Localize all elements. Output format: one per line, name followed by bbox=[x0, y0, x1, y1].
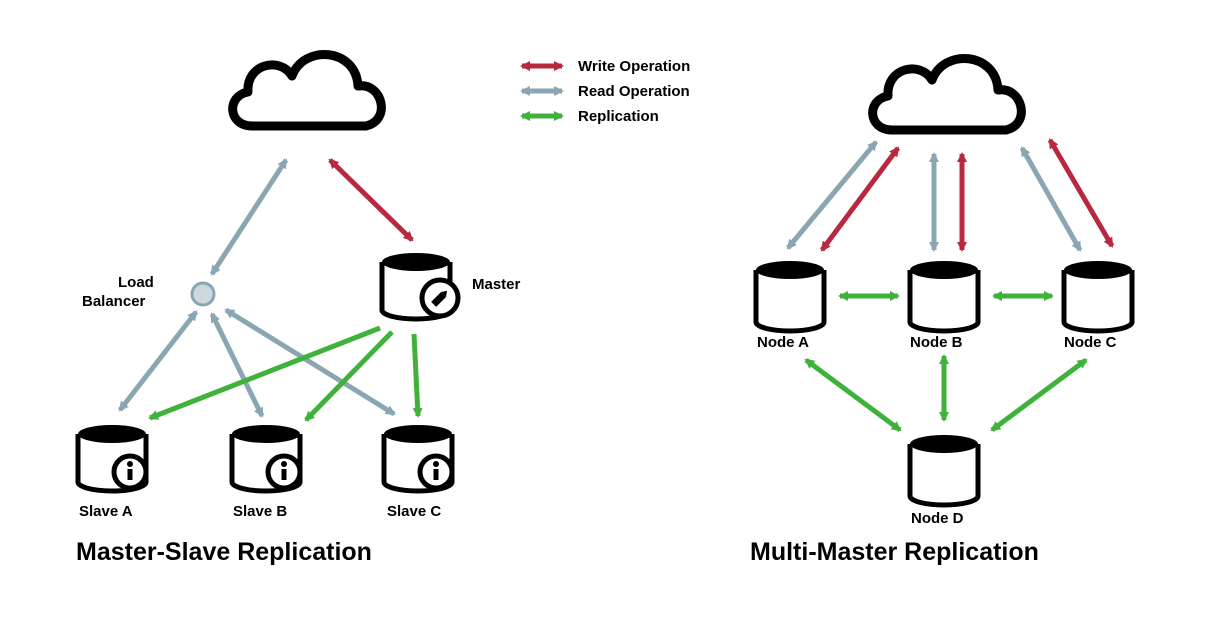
slave-c-database-icon bbox=[381, 425, 455, 494]
master-slave-diagram: Load Balancer Master Slave A bbox=[75, 54, 521, 566]
node-d-label: Node D bbox=[911, 510, 964, 527]
read-arrow-cloud-node-c bbox=[1019, 146, 1083, 252]
node-b-label: Node B bbox=[910, 334, 963, 351]
multi-master-diagram: Node A Node B Node C Node D Multi-Master… bbox=[750, 58, 1135, 566]
slave-c-label: Slave C bbox=[387, 503, 441, 520]
node-d-database-icon bbox=[907, 435, 981, 508]
cloud-icon bbox=[233, 54, 382, 126]
node-c-database-icon bbox=[1061, 261, 1135, 334]
legend: Write Operation Read Operation Replicati… bbox=[520, 58, 690, 125]
master-database-icon bbox=[379, 253, 461, 322]
info-icon bbox=[433, 461, 439, 467]
read-arrow-balancer-slave-c bbox=[224, 307, 396, 417]
master-label: Master bbox=[472, 276, 521, 293]
master-slave-title: Master-Slave Replication bbox=[76, 538, 372, 566]
replication-arrow-master-slave-b bbox=[304, 330, 394, 422]
read-arrow-balancer-slave-a bbox=[118, 310, 198, 412]
legend-write-label: Write Operation bbox=[578, 58, 690, 75]
pencil-icon bbox=[431, 290, 448, 307]
info-icon bbox=[281, 461, 287, 467]
info-icon bbox=[127, 461, 133, 467]
load-balancer-node bbox=[190, 281, 216, 307]
slave-a-database-icon bbox=[75, 425, 149, 494]
cloud-icon bbox=[873, 58, 1022, 130]
write-arrow-cloud-node-c bbox=[1047, 138, 1115, 248]
legend-read-label: Read Operation bbox=[578, 83, 690, 100]
load-balancer-label-line2: Balancer bbox=[82, 293, 146, 310]
write-arrow-cloud-master bbox=[328, 158, 414, 242]
node-c-label: Node C bbox=[1064, 334, 1117, 351]
slave-b-label: Slave B bbox=[233, 503, 287, 520]
node-b-database-icon bbox=[907, 261, 981, 334]
replication-arrow-node-a-node-d bbox=[804, 357, 902, 433]
multi-master-title: Multi-Master Replication bbox=[750, 538, 1039, 566]
replication-arrow-master-slave-c bbox=[411, 333, 423, 418]
read-arrow-cloud-balancer bbox=[209, 158, 289, 276]
slave-a-label: Slave A bbox=[79, 503, 133, 520]
legend-replication-label: Replication bbox=[578, 108, 659, 125]
replication-arrow-master-slave-a bbox=[148, 325, 381, 421]
node-a-label: Node A bbox=[757, 334, 809, 351]
load-balancer-label-line1: Load bbox=[118, 274, 154, 291]
write-arrow-cloud-node-a bbox=[819, 146, 901, 252]
replication-arrow-node-c-node-d bbox=[990, 357, 1088, 433]
node-a-database-icon bbox=[753, 261, 827, 334]
slave-b-database-icon bbox=[229, 425, 303, 494]
